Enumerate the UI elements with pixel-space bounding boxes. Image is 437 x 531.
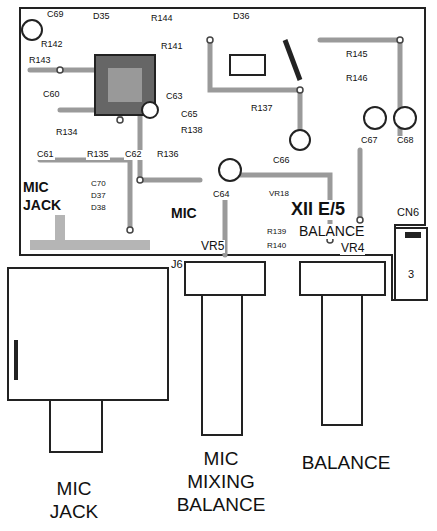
- component-label: C67: [360, 136, 379, 146]
- section-label: MIC: [170, 206, 198, 221]
- component-label: C62: [124, 150, 143, 160]
- component-label: D35: [92, 12, 111, 22]
- connector-body: [395, 228, 427, 300]
- component-label: R146: [345, 74, 369, 84]
- component-label: C70: [90, 180, 107, 189]
- capacitor-symbol: [22, 20, 42, 40]
- component-label: R137: [250, 104, 274, 114]
- capacitor-symbol: [290, 130, 310, 150]
- control-caption: BALANCE: [290, 452, 402, 475]
- component-label: C63: [165, 92, 184, 102]
- transistor-symbol: [230, 55, 265, 75]
- section-label: CN6: [396, 206, 420, 218]
- component-label: C66: [272, 156, 291, 166]
- capacitor-symbol: [364, 107, 386, 129]
- section-label: VR5: [200, 240, 225, 253]
- component-label: R134: [55, 128, 79, 138]
- capacitor-symbol: [219, 159, 241, 181]
- component-label: R140: [266, 242, 287, 251]
- board-outline: [20, 8, 425, 300]
- component-label: C69: [46, 10, 65, 20]
- diode-symbol: [285, 40, 300, 80]
- pot-shaft: [202, 295, 242, 435]
- ic-die: [108, 68, 142, 102]
- pot-body: [185, 262, 265, 295]
- component-label: C64: [212, 190, 231, 200]
- component-label: R136: [156, 150, 180, 160]
- jack-tab: [14, 340, 18, 380]
- component-label: D36: [232, 12, 251, 22]
- component-label: C65: [180, 110, 199, 120]
- capacitor-symbol: [394, 107, 416, 129]
- section-label: J6: [170, 258, 184, 270]
- component-label: VR18: [268, 190, 290, 199]
- connector-pin: [405, 232, 421, 238]
- component-label: R139: [266, 228, 287, 237]
- jack-sleeve: [50, 400, 102, 452]
- section-label: 3: [407, 268, 415, 280]
- solder-pads: [57, 37, 403, 243]
- component-label: R141: [160, 42, 184, 52]
- pot-shaft: [322, 295, 362, 425]
- section-label: BALANCE: [298, 224, 365, 239]
- capacitor-symbol: [142, 102, 158, 118]
- component-label: R135: [86, 150, 110, 160]
- section-label: JACK: [22, 198, 62, 213]
- control-caption: MIC JACK: [40, 478, 108, 524]
- component-label: R143: [28, 56, 52, 66]
- section-label: XII E/5: [290, 200, 346, 220]
- component-label: D37: [90, 192, 107, 201]
- section-label: VR4: [340, 242, 365, 255]
- component-label: C61: [36, 150, 55, 160]
- component-label: R144: [150, 14, 174, 24]
- section-label: MIC: [22, 180, 50, 195]
- component-label: R138: [180, 126, 204, 136]
- jack-body: [8, 268, 168, 400]
- copper-traces: [30, 40, 400, 255]
- component-label: R142: [40, 40, 64, 50]
- component-label: C68: [396, 136, 415, 146]
- component-label: C60: [42, 90, 61, 100]
- component-label: D38: [90, 204, 107, 213]
- component-label: R145: [345, 50, 369, 60]
- ground-plane: [30, 215, 150, 245]
- control-caption: MIC MIXING BALANCE: [170, 448, 272, 516]
- pot-body: [300, 262, 385, 295]
